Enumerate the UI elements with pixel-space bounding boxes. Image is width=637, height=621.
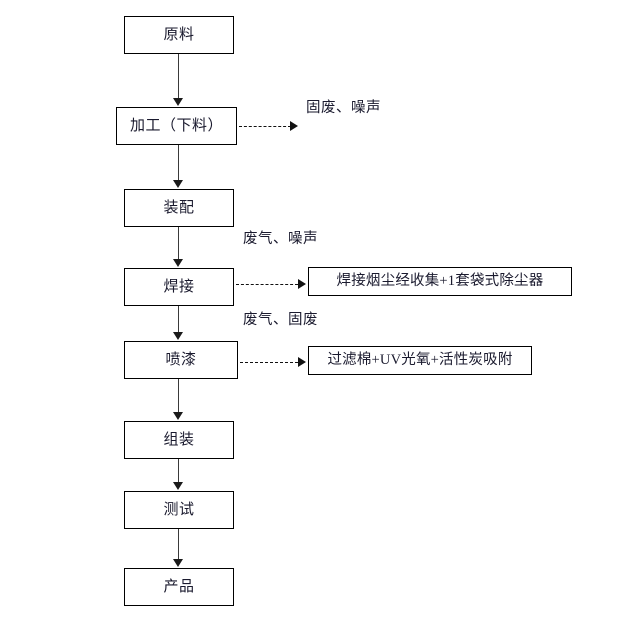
treatment-node-welding-dust[interactable]: 焊接烟尘经收集+1套袋式除尘器 [308, 267, 572, 296]
connector-painting-emission [240, 362, 298, 363]
process-node-welding[interactable]: 焊接 [124, 268, 234, 306]
connector-welding-emission [236, 284, 298, 285]
process-node-machining[interactable]: 加工（下料） [116, 107, 237, 145]
pollutant-label-welding: 废气、噪声 [243, 231, 318, 247]
connector-assembly-to-welding [178, 227, 179, 260]
connector-raw-to-machining [178, 54, 179, 99]
process-node-spray-painting[interactable]: 喷漆 [124, 341, 238, 379]
arrowhead-testing-to-product [173, 559, 183, 567]
process-node-product[interactable]: 产品 [124, 568, 234, 606]
connector-machining-to-assembly [178, 145, 179, 181]
treatment-node-paint-gas[interactable]: 过滤棉+UV光氧+活性炭吸附 [308, 346, 532, 375]
pollutant-label-machining: 固废、噪声 [306, 100, 381, 116]
arrowhead-machining-emission [290, 121, 298, 131]
connector-machining-emission [239, 126, 291, 127]
arrowhead-raw-to-machining [173, 98, 183, 106]
arrowhead-painting-to-grouping [173, 412, 183, 420]
connector-painting-to-grouping [178, 379, 179, 413]
process-node-assembly[interactable]: 装配 [124, 189, 234, 227]
arrowhead-painting-emission [298, 357, 306, 367]
connector-grouping-to-testing [178, 459, 179, 483]
process-node-raw-material[interactable]: 原料 [124, 16, 234, 54]
pollutant-label-painting: 废气、固废 [243, 312, 318, 328]
arrowhead-assembly-to-welding [173, 259, 183, 267]
process-node-testing[interactable]: 测试 [124, 491, 234, 529]
process-node-grouping[interactable]: 组装 [124, 421, 234, 459]
arrowhead-welding-to-painting [173, 332, 183, 340]
connector-testing-to-product [178, 529, 179, 560]
arrowhead-grouping-to-testing [173, 482, 183, 490]
arrowhead-welding-emission [298, 279, 306, 289]
arrowhead-machining-to-assembly [173, 180, 183, 188]
connector-welding-to-painting [178, 306, 179, 333]
